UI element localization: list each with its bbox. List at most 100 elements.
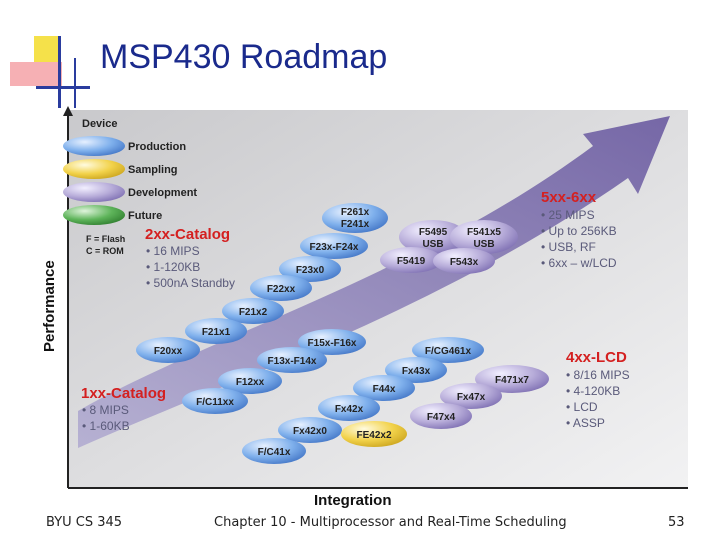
device-label: F241x [341,219,370,230]
family-2xx-bullet: • 16 MIPS [146,244,200,258]
device-ellipse [353,375,415,401]
decor-yellow-block [34,36,58,62]
decor-blue-vertical-line [58,36,61,108]
family-5xx-heading: 5xx-6xx [541,189,597,206]
device-fx43x: Fx43x [385,357,447,383]
device-label: F5495 [419,227,448,238]
legend-sampling-label: Sampling [128,164,178,176]
device-fc41x: F/C41x [242,438,306,464]
family-2xx-bullet: • 500nA Standby [146,276,235,290]
roadmap-svg: Performance Integration Device Productio… [41,106,688,509]
device-label: F543x [450,257,479,268]
device-ellipse [450,220,518,254]
device-label: F22xx [267,284,296,295]
device-ellipse [279,256,341,282]
device-ellipse [380,247,442,273]
device-ellipse [341,421,407,447]
family-2xx-heading: 2xx-Catalog [145,226,230,243]
device-f541x5: F541x5 USB [450,220,518,254]
device-label: F23x-F24x [310,242,359,253]
legend-future-swatch [63,205,125,225]
device-f12xx: F12xx [218,368,282,394]
memory-note-flash: F = Flash [86,234,125,244]
device-ellipse [433,248,495,274]
device-fcg461x: F/CG461x [412,337,484,363]
family-4xx-bullet: • ASSP [566,416,605,430]
device-f22xx: F22xx [250,275,312,301]
device-f21x1: F21x1 [185,318,247,344]
device-f15x-f16x: F15x-F16x [298,329,366,355]
device-label: F/C11xx [196,397,234,408]
device-label: F21x1 [202,327,231,338]
slide-title: MSP430 Roadmap [100,38,388,76]
legend-development-label: Development [128,187,197,199]
family-1xx-heading: 1xx-Catalog [81,385,166,402]
y-axis-arrowhead [63,106,73,116]
device-label: F23x0 [296,265,325,276]
device-label: USB [473,239,494,250]
device-ellipse [136,337,200,363]
device-label: F5419 [397,256,426,267]
device-label: Fx42x [335,404,364,415]
device-fx42x: Fx42x [318,395,380,421]
legend-production-swatch [63,136,125,156]
legend-title: Device [82,118,117,130]
device-f471x7: F471x7 [475,365,549,393]
device-ellipse [300,233,368,259]
device-ellipse [218,368,282,394]
device-ellipse [475,365,549,393]
corner-decoration [0,0,90,110]
device-f5495: F5495 USB [399,220,467,254]
x-axis-label: Integration [314,492,392,509]
family-4xx-bullet: • 4-120KB [566,384,620,398]
memory-note-rom: C = ROM [86,246,124,256]
device-ellipse [222,298,284,324]
device-ellipse [298,329,366,355]
device-ellipse [410,403,472,429]
device-f44x: F44x [353,375,415,401]
device-ellipse [257,347,327,373]
device-label: F261x [341,207,370,218]
device-fx47x: Fx47x [440,383,502,409]
device-label: F541x5 [467,227,501,238]
family-4xx-bullet: • LCD [566,400,598,414]
device-ellipse [412,337,484,363]
decor-blue-horizontal-line [36,86,90,89]
device-label: Fx47x [457,392,486,403]
device-label: F21x2 [239,307,268,318]
y-axis-label: Performance [41,260,58,352]
device-label: F/C41x [258,447,291,458]
device-ellipse [399,220,467,254]
device-ellipse [250,275,312,301]
device-fe42x2: FE42x2 [341,421,407,447]
device-f47x4: F47x4 [410,403,472,429]
legend-sampling-swatch [63,159,125,179]
device-fx42x0: Fx42x0 [278,417,342,443]
device-f261x: F261x F241x [322,203,388,233]
legend-production-label: Production [128,141,186,153]
device-label: F20xx [154,346,183,357]
device-label: Fx43x [402,366,431,377]
device-fc11xx: F/C11xx [182,388,248,414]
device-label: Fx42x0 [293,426,327,437]
family-5xx-bullet: • 6xx – w/LCD [541,256,617,270]
family-4xx-bullet: • 8/16 MIPS [566,368,630,382]
family-5xx-bullet: • USB, RF [541,240,596,254]
family-5xx-bullet: • 25 MIPS [541,208,595,222]
family-2xx: 2xx-Catalog • 16 MIPS • 1-120KB • 500nA … [145,226,235,290]
device-label: F12xx [236,377,265,388]
family-1xx-bullet: • 8 MIPS [82,403,129,417]
device-f5419: F5419 [380,247,442,273]
family-4xx-heading: 4xx-LCD [566,349,627,366]
device-label: F471x7 [495,375,529,386]
device-ellipse [318,395,380,421]
device-f21x2: F21x2 [222,298,284,324]
device-f20xx: F20xx [136,337,200,363]
device-label: FE42x2 [356,430,391,441]
device-ellipse [278,417,342,443]
device-label: F47x4 [427,412,456,423]
device-f543x: F543x [433,248,495,274]
family-1xx-bullet: • 1-60KB [82,419,130,433]
family-5xx-6xx: 5xx-6xx • 25 MIPS • Up to 256KB • USB, R… [541,189,617,270]
legend: Device Production Sampling Development F… [63,118,197,256]
